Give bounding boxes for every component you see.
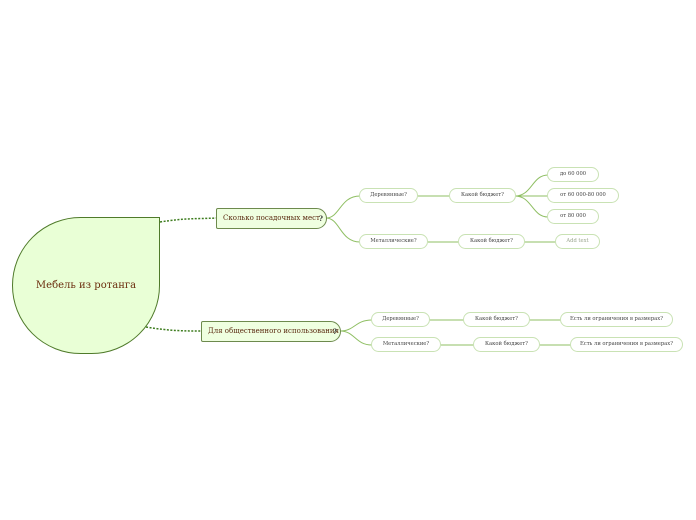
subtopic-label: Есть ли ограничения в размерах? (570, 316, 663, 322)
subtopic-size-limits[interactable]: Есть ли ограничения в размерах? (560, 312, 673, 327)
question-marker-icon: ? (318, 214, 323, 223)
subtopic-budget-option[interactable]: от 80 000 (547, 209, 599, 224)
subtopic-budget[interactable]: Какой бюджет? (449, 188, 516, 203)
central-topic-label: Мебель из ротанга (35, 280, 137, 291)
topic-public-use-label: Для общественного использования (208, 327, 340, 335)
branch-t1-opt1 (514, 174, 549, 197)
root-connector-1 (159, 217, 218, 223)
branch-t2-a (339, 319, 373, 332)
subtopic-budget-option[interactable]: до 60 000 (547, 167, 599, 182)
subtopic-budget-option[interactable]: от 60 000-80 000 (547, 188, 619, 203)
subtopic-label: Металлические? (382, 341, 430, 347)
topic-seats-label: Сколько посадочных мест (223, 214, 320, 222)
subtopic-label: до 60 000 (559, 171, 587, 177)
subtopic-label: Какой бюджет? (485, 341, 528, 347)
subtopic-wooden[interactable]: Деревянные? (359, 188, 418, 203)
subtopic-budget[interactable]: Какой бюджет? (463, 312, 530, 327)
branch-t1-opt3 (514, 195, 549, 218)
subtopic-label: Какой бюджет? (470, 238, 513, 244)
placeholder-label: Add text (566, 238, 589, 244)
topic-public-use[interactable]: Для общественного использования ? (201, 321, 341, 342)
subtopic-metal[interactable]: Металлические? (371, 337, 441, 352)
subtopic-label: Какой бюджет? (461, 192, 504, 198)
subtopic-label: от 80 000 (560, 213, 586, 219)
subtopic-budget[interactable]: Какой бюджет? (473, 337, 540, 352)
branch-t1-b (325, 217, 361, 243)
subtopic-label: Металлические? (370, 238, 417, 244)
question-marker-icon: ? (332, 327, 337, 336)
placeholder-node[interactable]: Add text (555, 234, 600, 249)
subtopic-label: Деревянные? (382, 316, 419, 322)
subtopic-wooden[interactable]: Деревянные? (371, 312, 430, 327)
subtopic-label: Есть ли ограничения в размерах? (580, 341, 673, 347)
subtopic-metal[interactable]: Металлические? (359, 234, 428, 249)
subtopic-budget[interactable]: Какой бюджет? (458, 234, 525, 249)
subtopic-label: Какой бюджет? (475, 316, 518, 322)
subtopic-label: от 60 000-80 000 (560, 192, 606, 198)
subtopic-label: Деревянные? (370, 192, 407, 198)
branch-t2-b (339, 330, 373, 346)
central-topic[interactable]: Мебель из ротанга (12, 217, 160, 354)
subtopic-size-limits[interactable]: Есть ли ограничения в размерах? (570, 337, 683, 352)
topic-seats[interactable]: Сколько посадочных мест ? (216, 208, 327, 229)
root-connector-2 (145, 326, 203, 332)
branch-t1-a (325, 195, 361, 219)
